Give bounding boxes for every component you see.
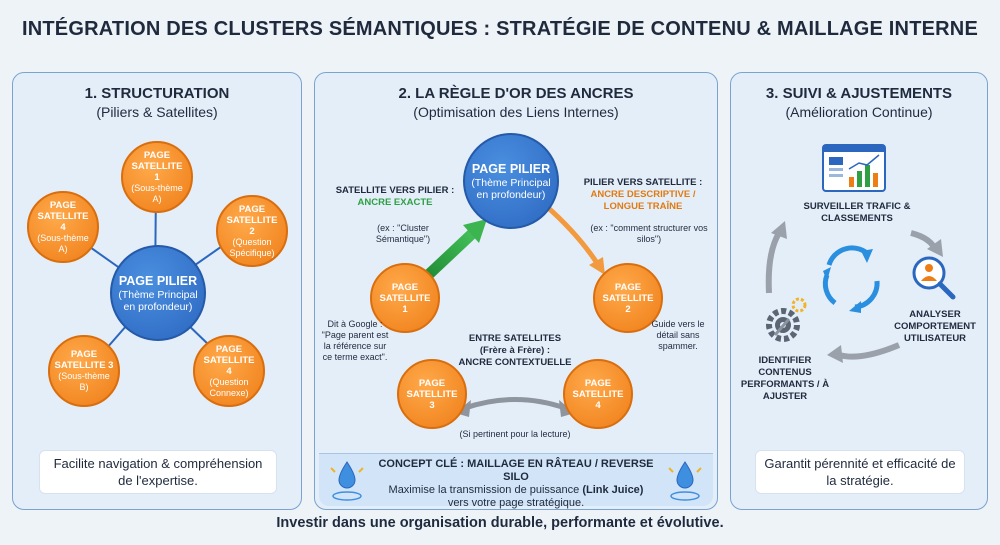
panel-regle-ancres: 2. LA RÈGLE D'OR DES ANCRES (Optimisatio… (314, 72, 718, 510)
satellite-2-node: PAGE SATELLITE 2 (Question Spécifique) (216, 195, 288, 267)
panel-subtitle: (Optimisation des Liens Internes) (413, 104, 619, 120)
satellite-4-connexe-node: PAGE SATELLITE 4 (Question Connexe) (193, 335, 265, 407)
node-subtitle: (Thème Principal en profondeur) (471, 176, 551, 201)
panel-structuration: 1. STRUCTURATION (Piliers & Satellites) … (12, 72, 302, 510)
benefit-text: Garantit pérennité et efficacité de la s… (764, 456, 956, 488)
between-rule-label: ENTRE SATELLITES (Frère à Frère) : ANCRE… (425, 333, 605, 369)
green-arrow (421, 219, 487, 283)
concept-line-2: vers votre page stratégique. (447, 497, 585, 509)
node-subtitle: (Sous-thème A) (131, 182, 183, 204)
rule-anchor: ANCRE CONTEXTUELLE (458, 357, 572, 368)
concept-box: CONCEPT CLÉ : MAILLAGE EN RÂTEAU / REVER… (319, 453, 713, 509)
satellite-1-node: PAGE SATELLITE 1 (370, 263, 440, 333)
panel-title: 1. STRUCTURATION (84, 85, 230, 102)
rule-title: PILIER VERS SATELLITE : (583, 177, 703, 188)
analytics-chart-icon (822, 144, 886, 192)
node-title: PAGE SATELLITE 4 (37, 199, 89, 233)
rule-anchor: ANCRE DESCRIPTIVE / LONGUE TRAÎNE (590, 189, 696, 212)
orange-arrow (543, 203, 605, 275)
grey-double-arrow (455, 397, 575, 417)
concept-link-juice: (Link Juice) (582, 484, 644, 496)
benefit-text: Facilite navigation & compréhension de l… (53, 456, 263, 488)
node-title: PAGE SATELLITE 4 (203, 343, 255, 377)
node-title: PAGE SATELLITE 1 (379, 281, 431, 315)
panel-title: 2. LA RÈGLE D'OR DES ANCRES (398, 85, 634, 102)
pillar-node: PAGE PILIER (Thème Principal en profonde… (463, 133, 559, 229)
rule-title: SATELLITE VERS PILIER : (335, 185, 455, 196)
concept-line-1: Maximise la transmission de puissance (L… (369, 484, 663, 497)
arrows (421, 203, 605, 417)
rule-subtitle: (Frère à Frère) : (479, 345, 551, 356)
node-title: PAGE SATELLITE 3 (406, 377, 458, 411)
satellite-2-node: PAGE SATELLITE 2 (593, 263, 663, 333)
node-title: PAGE SATELLITE 2 (226, 203, 278, 237)
node-title: PAGE SATELLITE 2 (602, 281, 654, 315)
panel-suivi: 3. SUIVI & AJUSTEMENTS (Amélioration Con… (730, 72, 988, 510)
node-subtitle: (Thème Principal en profondeur) (118, 288, 198, 313)
node-title: PAGE PILIER (118, 273, 198, 288)
pillar-node: PAGE PILIER (Thème Principal en profonde… (110, 245, 206, 341)
right-note: Guide vers le détail sans spammer. (651, 319, 705, 351)
node-title: PAGE SATELLITE 1 (131, 149, 183, 183)
panel-title: 3. SUIVI & AJUSTEMENTS (765, 85, 953, 102)
satellite-3-node: PAGE SATELLITE 3 (Sous-thème B) (48, 335, 120, 407)
panel-subtitle: (Piliers & Satellites) (96, 104, 218, 120)
water-drop-icon-right (668, 461, 702, 501)
concept-line-1-text: Maximise la transmission de puissance (388, 484, 580, 496)
node-subtitle: (Sous-thème B) (58, 371, 110, 392)
step-analyser: ANALYSER COMPORTEMENT UTILISATEUR (894, 309, 976, 344)
step-surveiller: SURVEILLER TRAFIC & CLASSEMENTS (803, 201, 911, 224)
panel-subtitle: (Amélioration Continue) (785, 104, 933, 120)
satellite-4-node: PAGE SATELLITE 4 (Sous-thème A) (27, 191, 99, 263)
gear-wrench-icon (766, 297, 807, 342)
left-example: (ex : "Cluster Sémantique") (375, 223, 431, 244)
benefit-box: Facilite navigation & compréhension de l… (39, 450, 277, 494)
node-subtitle: (Question Spécifique) (229, 236, 275, 258)
water-drop-icons (330, 461, 702, 501)
satellite-4-node: PAGE SATELLITE 4 (563, 359, 633, 429)
rule-anchor: ANCRE EXACTE (357, 197, 433, 208)
rule-title: ENTRE SATELLITES (468, 333, 562, 344)
node-title: PAGE SATELLITE 3 (54, 349, 114, 371)
between-note: (Si pertinent pour la lecture) (459, 429, 571, 439)
concept-text: CONCEPT CLÉ : MAILLAGE EN RÂTEAU / REVER… (369, 458, 663, 510)
benefit-box: Garantit pérennité et efficacité de la s… (755, 450, 965, 494)
user-magnifier-icon (912, 256, 956, 300)
left-rule-label: SATELLITE VERS PILIER : ANCRE EXACTE (325, 185, 465, 209)
node-title: PAGE PILIER (471, 161, 551, 176)
node-subtitle: (Sous-thème A) (37, 232, 89, 254)
water-drop-icon-left (330, 461, 364, 501)
concept-title: CONCEPT CLÉ : MAILLAGE EN RÂTEAU / REVER… (378, 458, 654, 483)
node-title: PAGE SATELLITE 4 (572, 377, 624, 411)
footer-tagline: Investir dans une organisation durable, … (276, 515, 724, 531)
satellite-3-node: PAGE SATELLITE 3 (397, 359, 467, 429)
page-title: INTÉGRATION DES CLUSTERS SÉMANTIQUES : S… (21, 18, 978, 40)
right-example: (ex : "comment structurer vos silos") (590, 223, 708, 244)
left-note: Dit à Google : "Page parent est la référ… (321, 319, 389, 362)
step-identifier: IDENTIFIER CONTENUS PERFORMANTS / À AJUS… (740, 355, 830, 402)
satellite-1-node: PAGE SATELLITE 1 (Sous-thème A) (121, 141, 193, 213)
node-subtitle: (Question Connexe) (209, 376, 249, 398)
cycle-graphics (765, 144, 956, 363)
right-rule-label: PILIER VERS SATELLITE : ANCRE DESCRIPTIV… (573, 177, 713, 213)
